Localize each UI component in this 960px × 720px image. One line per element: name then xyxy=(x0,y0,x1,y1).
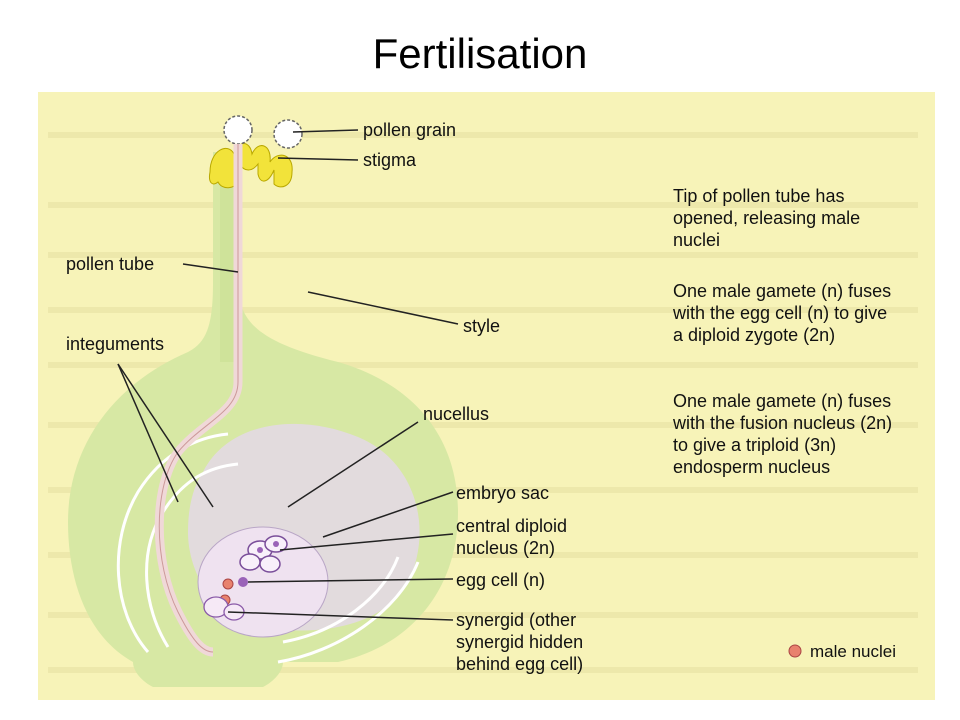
label-synergid-1: synergid (other xyxy=(456,610,576,630)
label-stigma: stigma xyxy=(363,150,417,170)
pollen-grain-left xyxy=(223,115,253,145)
label-style: style xyxy=(463,316,500,336)
leader-lines xyxy=(117,129,459,621)
male-nucleus-1 xyxy=(222,578,234,590)
note-tip-2: opened, releasing male xyxy=(673,208,860,228)
note-endosperm-1: One male gamete (n) fuses xyxy=(673,391,891,411)
note-tip-1: Tip of pollen tube has xyxy=(673,186,844,206)
label-integuments: integuments xyxy=(66,334,164,354)
pollen-grain-right xyxy=(273,119,303,149)
show-through-texture xyxy=(48,132,918,673)
note-zygote-1: One male gamete (n) fuses xyxy=(673,281,891,301)
note-endosperm-3: to give a triploid (3n) xyxy=(673,435,836,455)
integument-line-outer xyxy=(116,432,229,653)
legend-male-nuclei-dot xyxy=(788,644,802,658)
label-central-diploid-1: central diploid xyxy=(456,516,567,536)
diagram-panel: pollen grain stigma pollen tube style in… xyxy=(38,92,935,700)
fertilisation-diagram: pollen grain stigma pollen tube style in… xyxy=(38,92,935,700)
integument-line-lower2 xyxy=(282,556,400,644)
label-pollen-tube: pollen tube xyxy=(66,254,154,274)
label-nucellus: nucellus xyxy=(423,404,489,424)
note-zygote-2: with the egg cell (n) to give xyxy=(672,303,887,323)
note-zygote-3: a diploid zygote (2n) xyxy=(673,325,835,345)
note-endosperm-2: with the fusion nucleus (2n) xyxy=(672,413,892,433)
note-endosperm-4: endosperm nucleus xyxy=(673,457,830,477)
label-egg-cell: egg cell (n) xyxy=(456,570,545,590)
label-synergid-3: behind egg cell) xyxy=(456,654,583,674)
label-pollen-grain: pollen grain xyxy=(363,120,456,140)
legend-male-nuclei-label: male nuclei xyxy=(810,642,896,661)
note-tip-3: nuclei xyxy=(673,230,720,250)
pollen-tube-outline xyxy=(158,144,239,653)
egg-cell-nucleus xyxy=(238,577,248,587)
label-embryo-sac: embryo sac xyxy=(456,483,549,503)
label-synergid-2: synergid hidden xyxy=(456,632,583,652)
label-central-diploid-2: nucleus (2n) xyxy=(456,538,555,558)
central-diploid-nucleus xyxy=(239,535,288,573)
stigma-shape xyxy=(209,143,293,189)
slide-title: Fertilisation xyxy=(372,30,588,77)
